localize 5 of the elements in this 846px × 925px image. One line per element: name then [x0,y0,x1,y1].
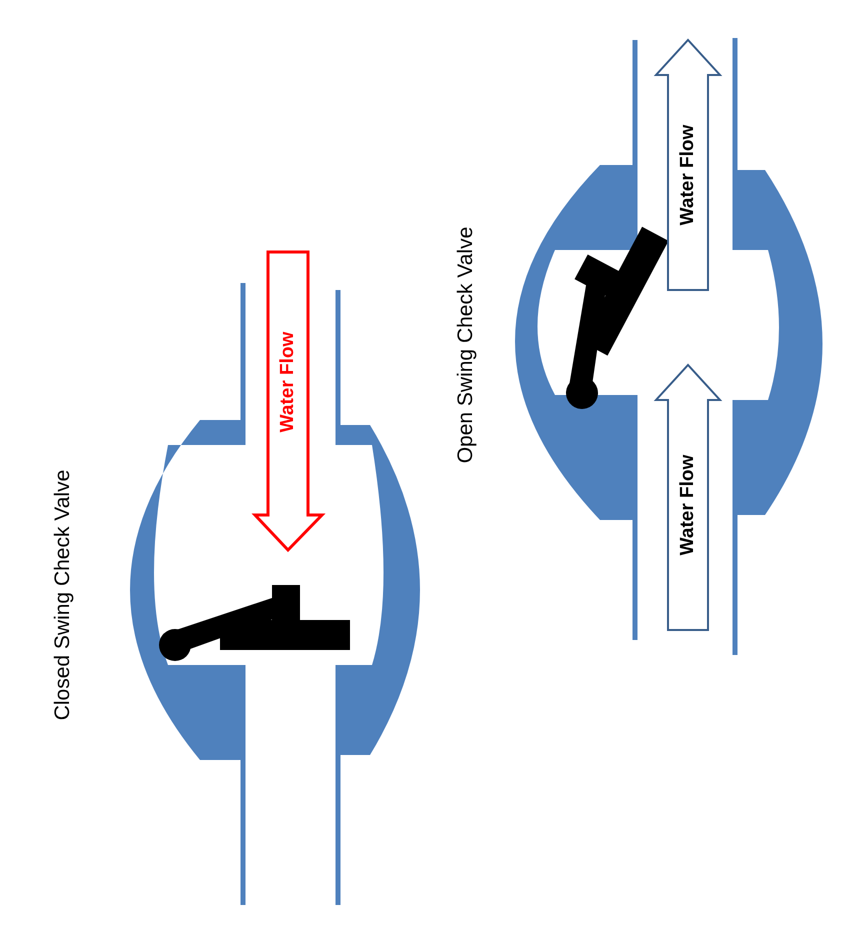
flow-label: Water Flow [677,454,699,556]
valve-caption: Closed Swing Check Valve [51,470,75,720]
flow-label: Water Flow [677,124,699,226]
flow-label: Water Flow [277,332,299,432]
valve-caption: Open Swing Check Valve [454,226,478,464]
